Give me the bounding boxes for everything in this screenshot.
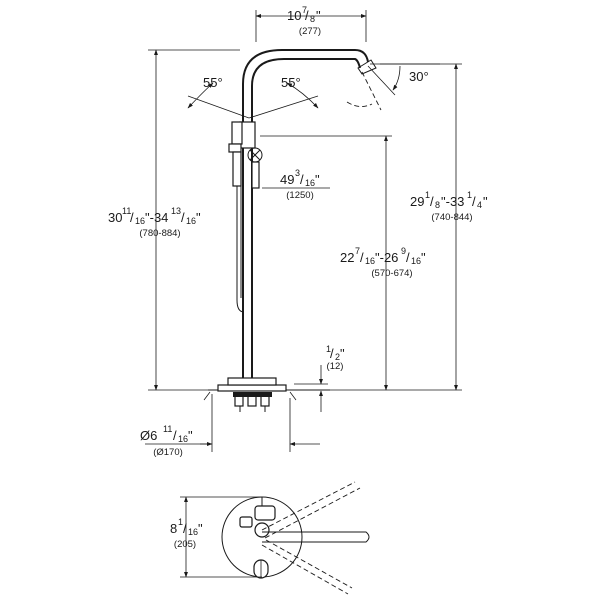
svg-text:/: / bbox=[181, 210, 185, 225]
total-height-main: 30 bbox=[108, 210, 122, 225]
total-height-unit: " bbox=[196, 210, 201, 225]
handle-angle-left-label: 55° bbox=[203, 75, 223, 90]
handle-height-metric: (1250) bbox=[286, 190, 313, 201]
svg-text:/: / bbox=[300, 172, 304, 187]
spout-angle-guide bbox=[367, 63, 440, 96]
top-depth-frac-den: 16 bbox=[188, 527, 198, 537]
total-height-mid: "-34 bbox=[145, 210, 168, 225]
handle-angle-guides bbox=[187, 82, 319, 119]
svg-text:/: / bbox=[360, 250, 364, 265]
base-diameter-main: Ø6 bbox=[140, 428, 157, 443]
svg-text:/: / bbox=[305, 8, 309, 23]
handle-height-dimension: 49 3 / 16 " (1250) bbox=[262, 168, 330, 201]
floor-offset-dimension: 1 / 2 " (12) bbox=[294, 344, 345, 412]
floor-offset-frac-den: 2 bbox=[335, 352, 340, 362]
spout-height-dimension: 29 1 / 8 "-33 1 / 4 " (740-844) bbox=[330, 63, 488, 391]
valve-body bbox=[239, 121, 263, 189]
base-diameter-frac-num: 11 bbox=[163, 424, 172, 434]
top-depth-unit: " bbox=[198, 521, 203, 536]
top-plan-view: 8 1 / 16 " (205) bbox=[170, 481, 370, 595]
top-depth-main: 8 bbox=[170, 521, 177, 536]
top-depth-metric: (205) bbox=[174, 539, 196, 550]
base-diameter-frac-den: 16 bbox=[178, 434, 188, 444]
handle-height-frac-num: 3 bbox=[295, 168, 300, 178]
spout-reach-frac-num: 7 bbox=[302, 5, 307, 15]
outlet-height-frac1-den: 16 bbox=[365, 256, 375, 266]
svg-text:/: / bbox=[130, 210, 134, 225]
base-diameter-metric: (Ø170) bbox=[153, 447, 183, 458]
spout-height-mid: "-33 bbox=[441, 194, 464, 209]
spout-height-metric: (740-844) bbox=[431, 212, 472, 223]
total-height-frac1-num: 11 bbox=[122, 206, 131, 216]
hand-shower bbox=[228, 121, 245, 313]
top-view-depth-dimension: 8 1 / 16 " (205) bbox=[170, 496, 262, 578]
spout-height-frac2-den: 4 bbox=[477, 200, 482, 210]
spout-reach-frac-den: 8 bbox=[310, 14, 315, 24]
outlet-height-frac2-num: 9 bbox=[401, 246, 406, 256]
spout-height-unit: " bbox=[483, 194, 488, 209]
spout-height-main: 29 bbox=[410, 194, 424, 209]
handle-height-unit: " bbox=[315, 172, 320, 187]
spout bbox=[242, 49, 377, 130]
spout-reach-metric: (277) bbox=[299, 26, 321, 37]
svg-text:/: / bbox=[472, 194, 476, 209]
spout-height-frac2-num: 1 bbox=[467, 190, 472, 200]
handle-height-main: 49 bbox=[280, 172, 294, 187]
floor-offset-metric: (12) bbox=[327, 361, 344, 372]
total-height-frac1-den: 16 bbox=[135, 216, 145, 226]
spout-reach-dimension: 10 7 / 8 " (277) bbox=[255, 5, 367, 42]
svg-text:/: / bbox=[330, 346, 334, 361]
outlet-height-dimension: 22 7 / 16 "-26 9 / 16 " (570-674) bbox=[260, 135, 426, 391]
side-elevation-view: 10 7 / 8 " (277) 30 11 / 16 "-34 13 / 16… bbox=[108, 5, 488, 458]
outlet-height-frac2-den: 16 bbox=[411, 256, 421, 266]
floor-offset-frac-num: 1 bbox=[326, 344, 331, 354]
total-height-frac2-num: 13 bbox=[171, 206, 181, 216]
spout-height-frac1-num: 1 bbox=[425, 190, 430, 200]
outlet-height-frac1-num: 7 bbox=[355, 246, 360, 256]
handle-height-frac-den: 16 bbox=[305, 178, 315, 188]
base-diameter-dimension: Ø6 11 / 16 " (Ø170) bbox=[140, 394, 320, 458]
outlet-height-metric: (570-674) bbox=[371, 268, 412, 279]
outlet-height-unit: " bbox=[421, 250, 426, 265]
spout-swivel-outline bbox=[346, 71, 382, 111]
svg-text:/: / bbox=[406, 250, 410, 265]
svg-text:/: / bbox=[430, 194, 434, 209]
handle-angle-right-label: 55° bbox=[281, 75, 301, 90]
total-height-dimension: 30 11 / 16 "-34 13 / 16 " (780-884) bbox=[108, 49, 240, 391]
base-diameter-unit: " bbox=[188, 428, 193, 443]
floor-flange bbox=[203, 377, 330, 412]
spout-reach-main: 10 bbox=[287, 8, 301, 23]
spout-angle-label: 30° bbox=[409, 69, 429, 84]
spout-height-frac1-den: 8 bbox=[435, 200, 440, 210]
svg-text:/: / bbox=[183, 521, 187, 536]
riser-column bbox=[242, 130, 253, 390]
outlet-height-main: 22 bbox=[340, 250, 354, 265]
top-depth-frac-num: 1 bbox=[178, 517, 183, 527]
spout-reach-unit: " bbox=[316, 8, 321, 23]
svg-text:/: / bbox=[173, 428, 177, 443]
outlet-height-mid: "-26 bbox=[375, 250, 398, 265]
total-height-metric: (780-884) bbox=[139, 228, 180, 239]
total-height-frac2-den: 16 bbox=[186, 216, 196, 226]
floor-offset-unit: " bbox=[340, 346, 345, 361]
